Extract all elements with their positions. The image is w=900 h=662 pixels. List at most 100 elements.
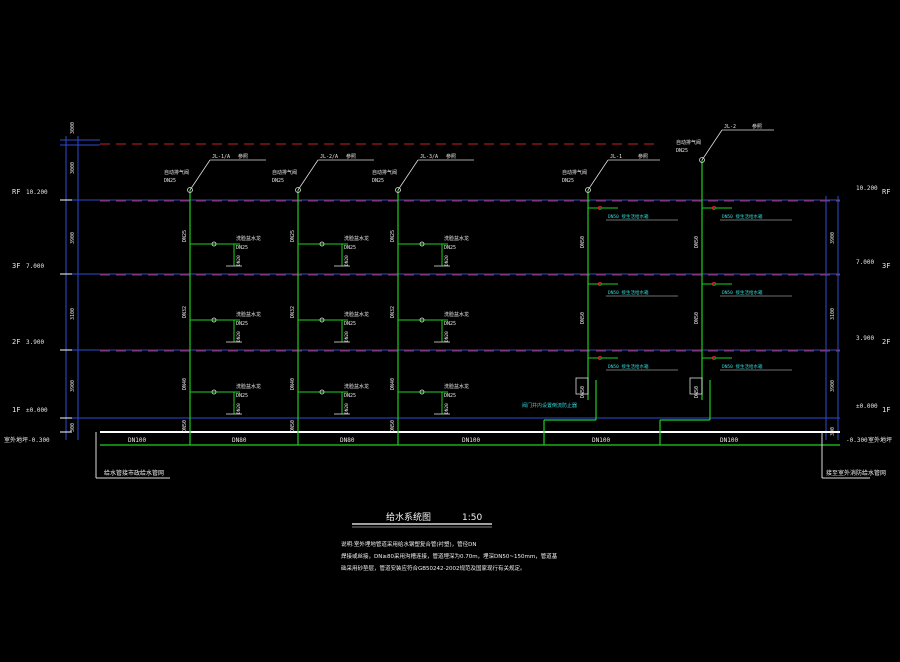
note-line-0: 说明:室外埋地管道采用给水钢塑复合管(衬塑)，管径DN — [341, 540, 477, 548]
riser-note-4: 参照 — [752, 123, 762, 130]
level-name-2f-left: 2F — [12, 338, 20, 346]
right-riser-dn: DN50 — [580, 312, 586, 324]
main-dn-0: DN100 — [128, 437, 146, 444]
riser-top-dn-1: DN25 — [272, 178, 284, 184]
valve-icon — [211, 317, 217, 323]
level-name-rf-right: RF — [882, 188, 890, 196]
air-vent-icon — [585, 187, 591, 193]
riser-top-dn-0: DN25 — [164, 178, 176, 184]
dim-right-0: 3900 — [830, 232, 836, 244]
riser-top-dn-3: DN25 — [562, 178, 574, 184]
main-dn-3: DN100 — [462, 437, 480, 444]
branch-dn2: DN20 — [444, 331, 450, 342]
air-vent-icon — [295, 187, 301, 193]
right-branch-label: DN50 接生活给水箱 — [608, 363, 649, 370]
riser-note-2: 参照 — [446, 153, 456, 160]
valve-icon — [419, 317, 425, 323]
riser-note-1: 参照 — [346, 153, 356, 160]
level-labels-left: RF 10.200 3F 7.000 2F 3.900 1F ±0.000 室外… — [4, 188, 50, 444]
level-elev-3f-right: 7.000 — [856, 259, 874, 266]
leader-line — [701, 129, 723, 161]
outdoor-label-left: 室外地坪 — [4, 436, 28, 444]
valve-icon — [598, 281, 603, 286]
right-riser-dn: DN50 — [694, 236, 700, 248]
main-dn-4: DN100 — [592, 437, 610, 444]
outdoor-elev-left: -0.300 — [28, 437, 50, 444]
branch-dn: DN25 — [444, 393, 456, 399]
level-elev-2f-left: 3.900 — [26, 339, 44, 346]
level-name-3f-left: 3F — [12, 262, 20, 270]
right-riser-dn: DN50 — [580, 386, 586, 398]
riser-dn-bottom-2: DN50 — [390, 420, 396, 432]
valve-icon — [419, 389, 425, 395]
drawing-scale: 1:50 — [462, 513, 482, 523]
dim-left-4: 300 — [70, 423, 76, 432]
branch-label: 洗脸盆水龙 — [444, 311, 469, 318]
cyan-label: 阀门井内设置倒流防止器 — [522, 402, 577, 409]
valve-icon — [419, 241, 425, 247]
right-branch-label: DN50 接生活给水箱 — [722, 289, 763, 296]
riser-vent-2: 自动排气阀 — [372, 169, 397, 176]
dim-left-3: 3900 — [70, 380, 76, 392]
riser-dn-bottom-1: DN50 — [290, 420, 296, 432]
note-line-2: 础采用砂垫层，管道安装应符合GB50242-2002规范及国家现行有关规定。 — [341, 564, 526, 572]
riser-dn-2-0: DN25 — [390, 230, 396, 242]
riser-dn-bottom-0: DN50 — [182, 420, 188, 432]
riser-tag-0: JL-1/A — [212, 154, 230, 160]
valve-icon — [319, 389, 325, 395]
branch-dn2: DN20 — [344, 255, 350, 266]
branch-label: 洗脸盆水龙 — [236, 311, 261, 318]
air-vent-icon — [699, 157, 705, 163]
leader-line — [297, 159, 319, 191]
branch-dn: DN25 — [444, 245, 456, 251]
dim-left-0: 3000 — [70, 162, 76, 174]
branch-dn2: DN20 — [236, 403, 242, 414]
leader-line — [189, 159, 211, 191]
branch-label: 洗脸盆水龙 — [344, 383, 369, 390]
valve-icon — [712, 281, 717, 286]
note-line-1: 焊接或丝接，DN≥80采用沟槽连接，管道埋深为0.70m，埋深DN50~150m… — [341, 552, 558, 560]
title-block: 给水系统图 1:50 说明:室外埋地管道采用给水钢塑复合管(衬塑)，管径DN 焊… — [341, 511, 558, 572]
branch-label: 洗脸盆水龙 — [444, 383, 469, 390]
branch-label: 洗脸盆水龙 — [444, 235, 469, 242]
leader-line — [587, 159, 609, 191]
riser-vent-3: 自动排气阀 — [562, 169, 587, 176]
left-dimension-column — [60, 136, 100, 440]
branch-label: 洗脸盆水龙 — [236, 383, 261, 390]
riser-dn-0-1: DN32 — [182, 306, 188, 318]
level-name-2f-right: 2F — [882, 338, 890, 346]
riser-dn-0-2: DN40 — [182, 378, 188, 390]
level-elev-3f-left: 7.000 — [26, 263, 44, 270]
right-branch-label: DN50 接生活给水箱 — [608, 213, 649, 220]
riser-vent-4: 自动排气阀 — [676, 139, 701, 146]
right-riser-dn: DN50 — [580, 236, 586, 248]
outdoor-label-right: 室外地坪 — [868, 436, 892, 444]
valve-icon — [712, 355, 717, 360]
floor-lines — [72, 143, 840, 419]
branch-dn2: DN20 — [344, 403, 350, 414]
main-dn-2: DN80 — [340, 437, 355, 444]
dim-left-top: 3000 — [70, 122, 76, 134]
right-riser-dn: DN50 — [694, 386, 700, 398]
valve-icon — [598, 205, 603, 210]
right-callout: 接至室外消防给水管网 — [826, 469, 886, 477]
dim-left-2: 3100 — [70, 308, 76, 320]
dim-right-2: 3900 — [830, 380, 836, 392]
riser-vent-1: 自动排气阀 — [272, 169, 297, 176]
right-riser-extras — [543, 377, 711, 445]
branch-dn: DN25 — [444, 321, 456, 327]
air-vent-icon — [187, 187, 193, 193]
riser-dn-1-1: DN32 — [290, 306, 296, 318]
riser-tag-2: JL-3/A — [420, 154, 438, 160]
riser-dn-1-0: DN25 — [290, 230, 296, 242]
outdoor-elev-right: -0.300 — [846, 437, 868, 444]
riser-vent-0: 自动排气阀 — [164, 169, 189, 176]
branch-dn: DN25 — [236, 321, 248, 327]
level-name-3f-right: 3F — [882, 262, 890, 270]
riser-dn-1-2: DN40 — [290, 378, 296, 390]
branch-dn2: DN20 — [344, 331, 350, 342]
right-branch-label: DN50 接生活给水箱 — [608, 289, 649, 296]
